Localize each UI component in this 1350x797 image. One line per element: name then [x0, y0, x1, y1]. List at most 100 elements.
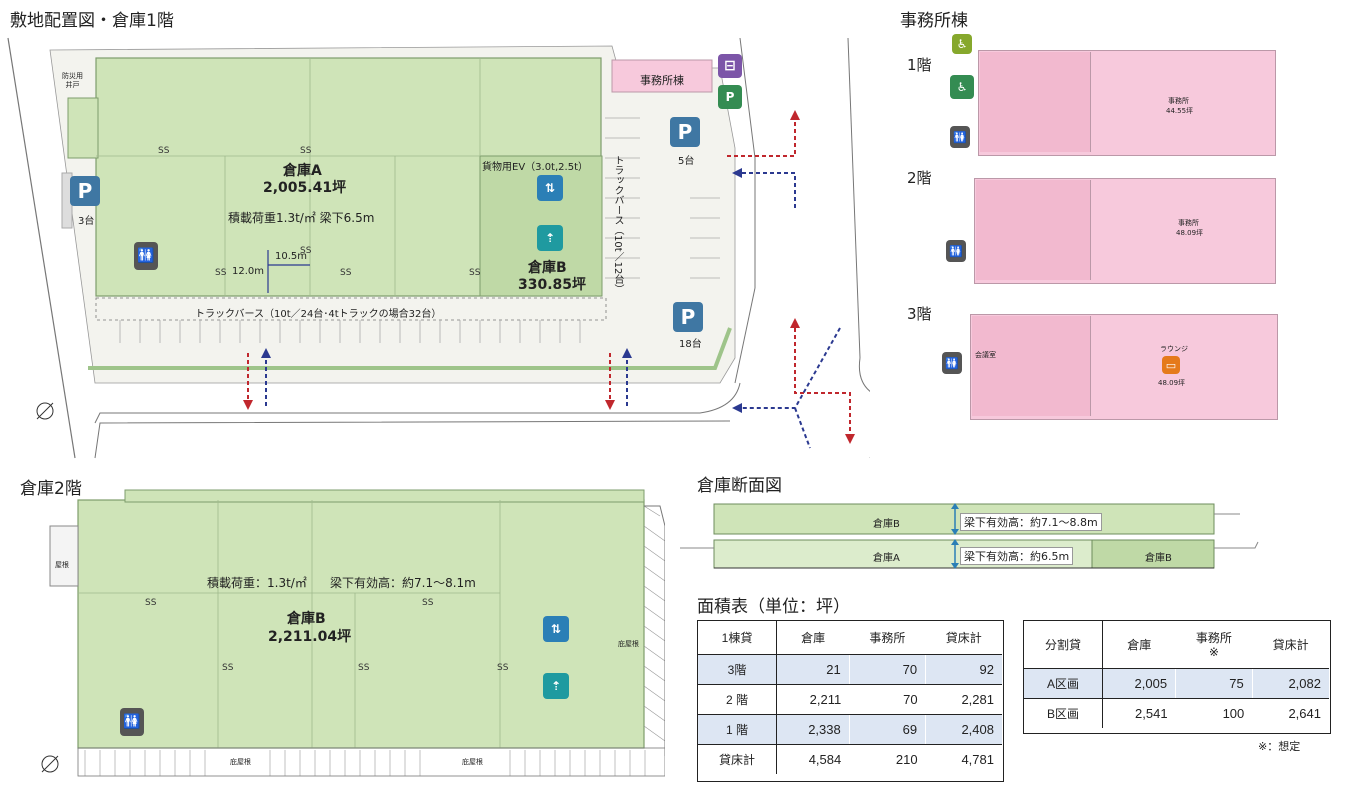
office-floor3-label: 3階 — [907, 305, 932, 323]
parking-top-count: 5台 — [678, 156, 695, 167]
toilet-icon: 🚻 — [120, 708, 144, 736]
office-floor1-core — [980, 52, 1091, 152]
fire-water-label: 防災用 井戸 — [62, 72, 83, 89]
t1-cell: 210 — [895, 752, 918, 767]
ss-mark: SS — [358, 663, 370, 673]
t2-cell: 75 — [1175, 668, 1253, 699]
t2-cell: 2,005 — [1102, 668, 1177, 699]
office-f2-room: 事務所 — [1178, 219, 1199, 227]
ss-mark: SS — [497, 663, 509, 673]
t2-cell: 2,082 — [1252, 668, 1329, 699]
freight-ev-label: 貨物用EV（3.0t,2.5t） — [482, 162, 588, 173]
t1-header: 1棟貸 — [698, 621, 777, 655]
section-lower-b: 倉庫B — [1145, 553, 1172, 564]
parking-bottom-count: 18台 — [679, 339, 702, 350]
table-row: B区画 2,541 100 2,641 — [1024, 698, 1329, 728]
t2-cell: 100 — [1222, 706, 1245, 721]
ss-mark: SS — [340, 268, 352, 278]
wheelchair-icon: ♿ — [952, 34, 972, 54]
area-table-1 — [697, 620, 1004, 782]
t2-header: 事務所 ※ — [1175, 621, 1253, 669]
t1-cell: 3階 — [698, 654, 777, 685]
dim-depth: 12.0m — [232, 266, 265, 277]
table-row: 貸床計 4,584 210 4,781 — [698, 744, 1002, 774]
table2-note: ※：想定 — [1258, 740, 1301, 753]
ss-mark: SS — [300, 146, 312, 156]
ss-mark: SS — [222, 663, 234, 673]
elevator-icon: ⇅ — [537, 175, 563, 201]
warehouse2-plan — [41, 489, 665, 777]
w2-eaves-right: 庇屋根 — [618, 640, 639, 648]
t2-cell: 2,641 — [1288, 706, 1321, 721]
elevator-icon: ⇅ — [543, 616, 569, 642]
w2-eaves-bottom: 庇屋根 — [230, 758, 251, 766]
toilet-icon: 🚻 — [950, 126, 970, 148]
warehouse-b-area: 330.85坪 — [518, 277, 587, 293]
area-table-2 — [1023, 620, 1331, 734]
t1-cell: 4,584 — [808, 752, 842, 767]
w2-eaves-bottom-2: 庇屋根 — [462, 758, 483, 766]
lift-icon: ⇡ — [537, 225, 563, 251]
t1-cell: 70 — [849, 684, 926, 715]
section-upper-b: 倉庫B — [873, 519, 900, 530]
w2-spec-height: 梁下有効高：約7.1～8.1m — [330, 576, 476, 590]
table-row: 1 階 2,338 69 2,408 — [698, 714, 1002, 745]
ss-mark: SS — [300, 246, 312, 256]
t1-header: 貸床計 — [925, 621, 1002, 655]
warehouse-a-area: 2,005.41坪 — [263, 180, 347, 196]
t1-cell: 2,338 — [776, 714, 850, 745]
toilet-icon: 🚻 — [946, 240, 966, 262]
office-f3-area: 48.09坪 — [1158, 379, 1186, 387]
section-diagram — [680, 503, 1259, 569]
office-floor3-core — [972, 316, 1091, 416]
site-plan-title: 敷地配置図・倉庫1階 — [10, 11, 174, 31]
t2-header: 倉庫 — [1102, 621, 1176, 669]
ss-mark: SS — [422, 598, 434, 608]
t2-cell: A区画 — [1024, 668, 1103, 699]
ss-mark: SS — [469, 268, 481, 278]
t1-cell: 4,781 — [961, 752, 994, 767]
section-title: 倉庫断面図 — [697, 476, 782, 496]
t1-cell: 2,281 — [925, 684, 1002, 715]
office-f3-meeting: 会議室 — [975, 351, 996, 359]
t1-cell: 2 階 — [698, 684, 777, 715]
area-table-title: 面積表（単位：坪） — [697, 597, 850, 617]
toilet-icon: 🚻 — [942, 352, 962, 374]
lounge-icon: ▭ — [1162, 356, 1180, 374]
section-upper-height: 梁下有効高：約7.1～8.8m — [960, 513, 1102, 531]
area-table-1-grid: 1棟貸 倉庫 事務所 貸床計 3階 21 70 92 2 階 2,211 70 … — [698, 621, 1002, 774]
t1-cell: 貸床計 — [698, 744, 777, 774]
t1-cell: 2,211 — [776, 684, 850, 715]
ss-mark: SS — [158, 146, 170, 156]
table-row: A区画 2,005 75 2,082 — [1024, 668, 1329, 699]
w2-spec-load: 積載荷重：1.3t/㎡ — [207, 576, 307, 590]
section-lower-a: 倉庫A — [873, 553, 900, 564]
w2-name: 倉庫B — [287, 611, 326, 627]
truck-berth-bottom: トラックバース（10t／24台･4tトラックの場合32台） — [195, 309, 442, 320]
parking-icon: P — [670, 117, 700, 147]
table-row: 3階 21 70 92 — [698, 654, 1002, 685]
ss-mark: SS — [145, 598, 157, 608]
parking-icon: P — [673, 302, 703, 332]
parking-left-count: 3台 — [78, 216, 95, 227]
t1-cell: 69 — [849, 714, 927, 745]
accessible-toilet-icon: ♿ — [950, 75, 974, 99]
t1-cell: 21 — [776, 654, 850, 685]
t2-header: 貸床計 — [1252, 621, 1329, 669]
t2-cell: B区画 — [1024, 698, 1103, 728]
accessible-parking-icon: P — [718, 85, 742, 109]
smoking-icon: ⊟ — [718, 54, 742, 78]
parking-icon: P — [70, 176, 100, 206]
w2-roof-left: 屋根 — [55, 561, 69, 569]
warehouse-b-name: 倉庫B — [528, 260, 567, 276]
office-f3-room: ラウンジ — [1160, 345, 1188, 353]
office-f2-area: 48.09坪 — [1176, 229, 1204, 237]
office-floor2-core — [976, 180, 1091, 280]
warehouse-a-spec: 積載荷重1.3t/㎡ 梁下6.5m — [228, 211, 375, 225]
t1-cell: 92 — [925, 654, 1002, 685]
t1-cell: 70 — [849, 654, 927, 685]
office-title: 事務所棟 — [900, 11, 968, 31]
warehouse2-title: 倉庫2階 — [20, 479, 82, 499]
w2-area: 2,211.04坪 — [268, 629, 352, 645]
t1-cell: 2,408 — [925, 714, 1002, 745]
